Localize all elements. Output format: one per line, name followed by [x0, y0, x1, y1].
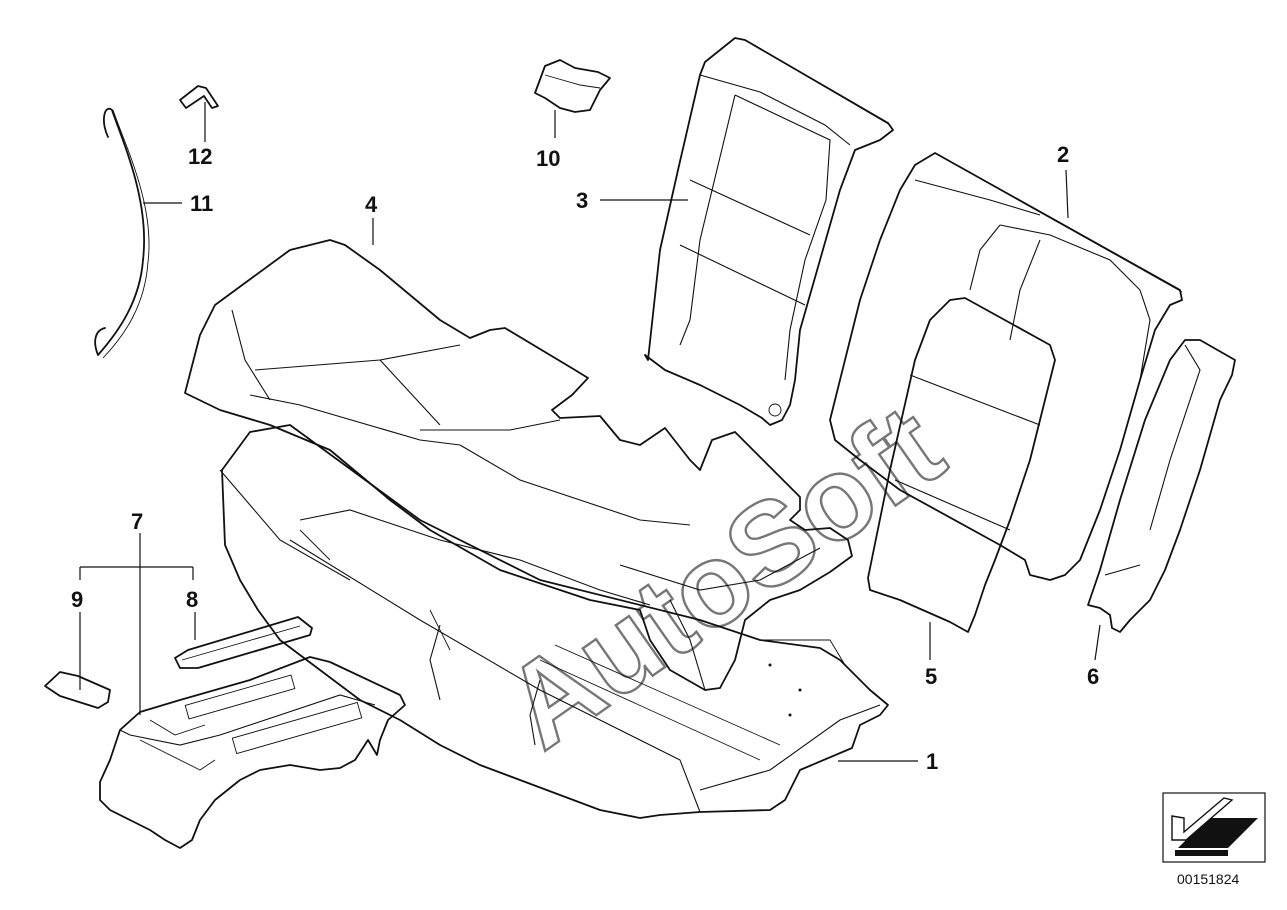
- callout-12: 12: [188, 144, 212, 169]
- trim-strip-8: [174, 616, 313, 669]
- seat-cushion-cover: [184, 239, 853, 691]
- center-armrest-console: [99, 656, 406, 849]
- callout-labels: 1 2 3 4 5 6 7 8 9 10 11 12: [71, 142, 1099, 774]
- callout-8: 8: [186, 587, 198, 612]
- bracket-12: [179, 85, 219, 109]
- orientation-arrow-icon: [1162, 792, 1266, 863]
- backrest-panel: [867, 297, 1056, 633]
- callout-4: 4: [365, 192, 378, 217]
- callout-2: 2: [1057, 142, 1069, 167]
- side-bolster: [1087, 339, 1236, 633]
- spring-wire-11: [94, 107, 150, 359]
- cover-plate-9: [44, 671, 111, 709]
- backrest-left: [644, 37, 894, 426]
- clip-part-10: [534, 59, 611, 113]
- document-number: 00151824: [1177, 871, 1240, 887]
- callout-11: 11: [190, 191, 213, 216]
- callout-6: 6: [1087, 664, 1099, 689]
- callout-7: 7: [131, 509, 143, 534]
- watermark-text: AutoSoft: [482, 380, 966, 774]
- backrest-right: [829, 152, 1183, 581]
- seat-base-frame: [221, 424, 889, 819]
- callout-5: 5: [925, 664, 937, 689]
- callout-10: 10: [536, 146, 560, 171]
- callout-1: 1: [926, 749, 938, 774]
- callout-9: 9: [71, 587, 83, 612]
- leader-lines: [79, 102, 1101, 762]
- callout-3: 3: [576, 188, 588, 213]
